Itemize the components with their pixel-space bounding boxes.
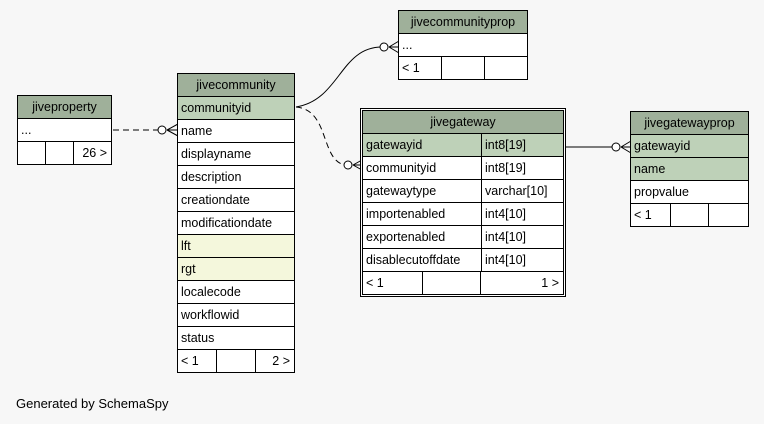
- column-row[interactable]: lft: [178, 235, 294, 258]
- column-row[interactable]: communityid: [178, 97, 294, 120]
- child-count[interactable]: 1 >: [541, 276, 559, 290]
- column-type: varchar[10]: [481, 180, 548, 202]
- column-name: importenabled: [366, 207, 446, 221]
- column-row[interactable]: creationdate: [178, 189, 294, 212]
- footer-cell: [423, 272, 481, 294]
- column-row[interactable]: propvalue: [631, 181, 748, 204]
- parent-count[interactable]: < 1: [631, 204, 671, 226]
- column-ellipsis: ...: [18, 119, 111, 142]
- column-row[interactable]: importenabled int4[10]: [363, 203, 563, 226]
- table-footer: < 1 2 >: [178, 350, 294, 372]
- table-jivecommunityprop[interactable]: jivecommunityprop ... < 1: [398, 10, 528, 80]
- column-row[interactable]: disablecutoffdate int4[10]: [363, 249, 563, 272]
- column-name: gatewayid: [366, 138, 423, 152]
- column-type: int8[19]: [481, 134, 526, 156]
- footer-cell: [217, 350, 256, 372]
- column-row[interactable]: description: [178, 166, 294, 189]
- column-name: communityid: [366, 161, 437, 175]
- table-jivegateway[interactable]: jivegateway gatewayid int8[19] communityi…: [360, 108, 566, 297]
- column-name: gatewaytype: [366, 184, 437, 198]
- table-footer: 26 >: [18, 142, 111, 164]
- column-row[interactable]: rgt: [178, 258, 294, 281]
- optional-circle: [157, 125, 167, 135]
- column-type: int8[19]: [481, 157, 526, 179]
- footer-cell: [46, 142, 74, 164]
- link-jivecommunity-jivecommunityprop: [295, 46, 383, 108]
- child-count[interactable]: 26 >: [82, 146, 107, 160]
- footer-cell: [671, 204, 709, 226]
- table-title[interactable]: jivecommunity: [178, 74, 294, 97]
- column-row[interactable]: workflowid: [178, 304, 294, 327]
- column-row[interactable]: name: [178, 120, 294, 143]
- column-ellipsis: ...: [399, 34, 527, 57]
- link-jivecommunity-jivegateway: [295, 106, 346, 166]
- table-footer: < 1: [399, 57, 527, 79]
- child-count[interactable]: 2 >: [272, 354, 290, 368]
- table-footer: < 1: [631, 204, 748, 226]
- parent-count[interactable]: < 1: [399, 57, 442, 79]
- table-title[interactable]: jivegateway: [363, 111, 563, 134]
- column-row[interactable]: gatewaytype varchar[10]: [363, 180, 563, 203]
- footer-cell: [18, 142, 46, 164]
- footer-cell: [485, 57, 527, 79]
- column-type: int4[10]: [481, 249, 526, 271]
- footer-cell: [442, 57, 485, 79]
- column-type: int4[10]: [481, 226, 526, 248]
- column-row[interactable]: displayname: [178, 143, 294, 166]
- column-name: exportenabled: [366, 230, 446, 244]
- column-row[interactable]: name: [631, 158, 748, 181]
- table-footer: < 1 1 >: [363, 272, 563, 294]
- column-row[interactable]: modificationdate: [178, 212, 294, 235]
- crowsfoot-jivecommunity-name: [166, 123, 179, 137]
- parent-count[interactable]: < 1: [178, 350, 217, 372]
- column-row[interactable]: exportenabled int4[10]: [363, 226, 563, 249]
- table-title[interactable]: jivecommunityprop: [399, 11, 527, 34]
- footer-cell: [709, 204, 748, 226]
- table-jivegatewayprop[interactable]: jivegatewayprop gatewayid name propvalue…: [630, 111, 749, 227]
- generated-by-text: Generated by SchemaSpy: [16, 396, 169, 411]
- column-row[interactable]: localecode: [178, 281, 294, 304]
- column-row[interactable]: status: [178, 327, 294, 350]
- column-row[interactable]: gatewayid int8[19]: [363, 134, 563, 157]
- table-title[interactable]: jiveproperty: [18, 96, 111, 119]
- table-jivecommunity[interactable]: jivecommunity communityid name displayna…: [177, 73, 295, 373]
- parent-count[interactable]: < 1: [363, 272, 423, 294]
- column-name: disablecutoffdate: [366, 253, 461, 267]
- column-row[interactable]: gatewayid: [631, 135, 748, 158]
- column-type: int4[10]: [481, 203, 526, 225]
- column-row[interactable]: communityid int8[19]: [363, 157, 563, 180]
- table-jiveproperty[interactable]: jiveproperty ... 26 >: [17, 95, 112, 165]
- table-title[interactable]: jivegatewayprop: [631, 112, 748, 135]
